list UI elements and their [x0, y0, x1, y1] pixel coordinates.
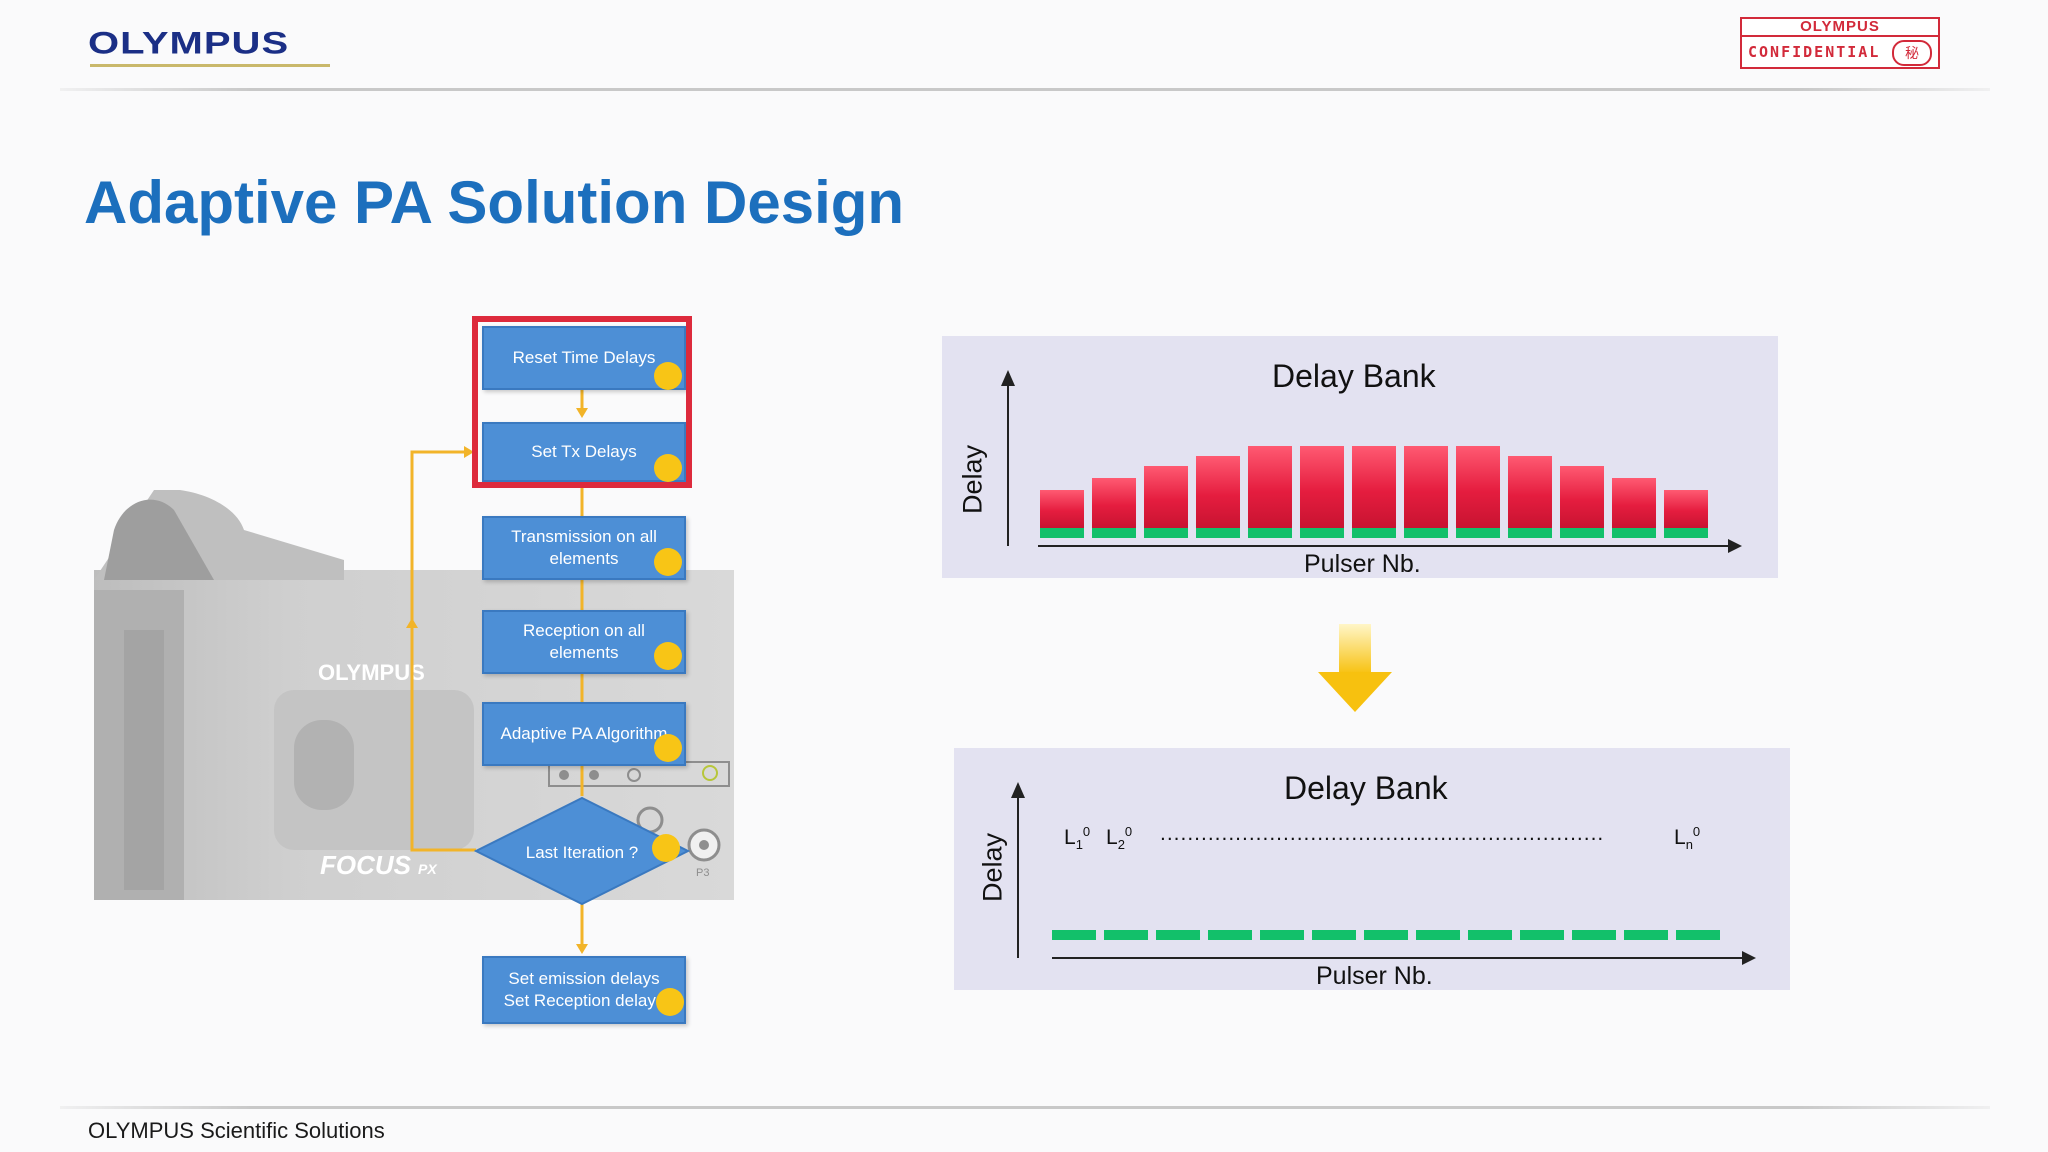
red-delay-bar: [1404, 446, 1448, 528]
red-delay-bar: [1560, 466, 1604, 528]
red-delay-bar: [1144, 466, 1188, 528]
step-adaptive-pa-algorithm: Adaptive PA Algorithm: [482, 702, 686, 766]
green-delay-bar: [1520, 930, 1564, 940]
down-arrow-icon: [1318, 624, 1392, 712]
decision-label: Last Iteration ?: [525, 843, 639, 862]
label-ellipsis: ........................................…: [1160, 822, 1605, 845]
green-delay-bar: [1456, 528, 1500, 538]
green-delay-bar: [1624, 930, 1668, 940]
device-model-suffix: PX: [418, 861, 438, 877]
step-label: Set emission delays Set Reception delays: [503, 969, 665, 1010]
green-delay-bar: [1104, 930, 1148, 940]
green-delay-bar: [1144, 528, 1188, 538]
step-reset-time-delays: Reset Time Delays: [482, 326, 686, 390]
green-delay-bar: [1572, 930, 1616, 940]
red-delay-bar: [1248, 446, 1292, 528]
green-delay-bar: [1664, 528, 1708, 538]
red-delay-bar: [1508, 456, 1552, 528]
olympus-logo: OLYMPUS: [88, 26, 290, 61]
green-delay-bar: [1052, 930, 1096, 940]
red-delay-bar: [1612, 478, 1656, 528]
green-delay-bar: [1208, 930, 1252, 940]
slide-title: Adaptive PA Solution Design: [84, 169, 905, 236]
step-label: Transmission on all elements: [511, 527, 657, 568]
red-delay-bar: [1092, 478, 1136, 528]
green-delay-bar: [1312, 930, 1356, 940]
green-delay-bar: [1508, 528, 1552, 538]
green-delay-bar: [1196, 528, 1240, 538]
green-delay-bar: [1468, 930, 1512, 940]
delay-bank-chart-top: Delay Bank Delay Pulser Nb.: [942, 336, 1778, 578]
green-delay-bar: [1352, 528, 1396, 538]
chart-title: Delay Bank: [1272, 358, 1436, 394]
green-delay-bar: [1404, 528, 1448, 538]
green-delay-bar: [1676, 930, 1720, 940]
marker-dot: [654, 454, 682, 482]
marker-dot: [656, 988, 684, 1016]
header-divider: [60, 88, 1990, 91]
red-delay-bar: [1352, 446, 1396, 528]
footer-divider: [60, 1106, 1990, 1109]
label-ln: Ln0: [1674, 824, 1701, 853]
label-l2: L20: [1106, 824, 1133, 853]
device-brand-label: OLYMPUS: [318, 660, 425, 685]
green-delay-bar: [1560, 528, 1604, 538]
delay-bank-chart-bottom: Delay Bank Delay Pulser Nb. L10 L20 ....…: [954, 748, 1790, 990]
red-delay-bar: [1664, 490, 1708, 528]
green-delay-bar: [1156, 930, 1200, 940]
chart-title: Delay Bank: [1284, 770, 1448, 806]
step-label: Adaptive PA Algorithm: [500, 724, 668, 743]
step-label: Reception on all elements: [523, 621, 645, 662]
step-transmission: Transmission on all elements: [482, 516, 686, 580]
green-delay-bar: [1092, 528, 1136, 538]
logo-underline: [90, 64, 330, 67]
marker-dot: [654, 642, 682, 670]
marker-dot: [654, 734, 682, 762]
confidential-stamp-label: CONFIDENTIAL: [1748, 43, 1881, 61]
decision-diamond: [474, 796, 690, 906]
red-delay-bar: [1456, 446, 1500, 528]
device-model-label: FOCUS: [320, 850, 412, 880]
red-delay-bar: [1196, 456, 1240, 528]
x-axis-label: Pulser Nb.: [1316, 962, 1433, 990]
green-delay-bar: [1612, 528, 1656, 538]
device-port-label: P3: [696, 867, 709, 879]
red-delay-bar: [1300, 446, 1344, 528]
confidential-stamp: OLYMPUS CONFIDENTIAL 秘: [1740, 17, 1940, 69]
green-delay-bar: [1248, 528, 1292, 538]
footer-text: OLYMPUS Scientific Solutions: [88, 1118, 385, 1143]
chart-axes: [1001, 370, 1742, 553]
confidential-stamp-brand: OLYMPUS: [1742, 19, 1938, 37]
step-reception: Reception on all elements: [482, 610, 686, 674]
green-delay-bar: [1416, 930, 1460, 940]
red-delay-bar: [1040, 490, 1084, 528]
step-label: Reset Time Delays: [512, 348, 656, 367]
green-delay-bar: [1300, 528, 1344, 538]
confidential-seal-icon: 秘: [1892, 40, 1932, 66]
highlight-frame: [472, 316, 692, 488]
step-label: Set Tx Delays: [531, 442, 637, 461]
step-set-delays: Set emission delays Set Reception delays: [482, 956, 686, 1024]
marker-dot: [654, 362, 682, 390]
x-axis-label: Pulser Nb.: [1304, 550, 1421, 578]
green-delay-bar: [1260, 930, 1304, 940]
step-set-tx-delays: Set Tx Delays: [482, 422, 686, 482]
label-l1: L10: [1064, 824, 1091, 853]
marker-dot: [652, 834, 680, 862]
green-delay-bar: [1364, 930, 1408, 940]
chart-axes: [1011, 782, 1756, 965]
marker-dot: [654, 548, 682, 576]
green-delay-bar: [1040, 528, 1084, 538]
